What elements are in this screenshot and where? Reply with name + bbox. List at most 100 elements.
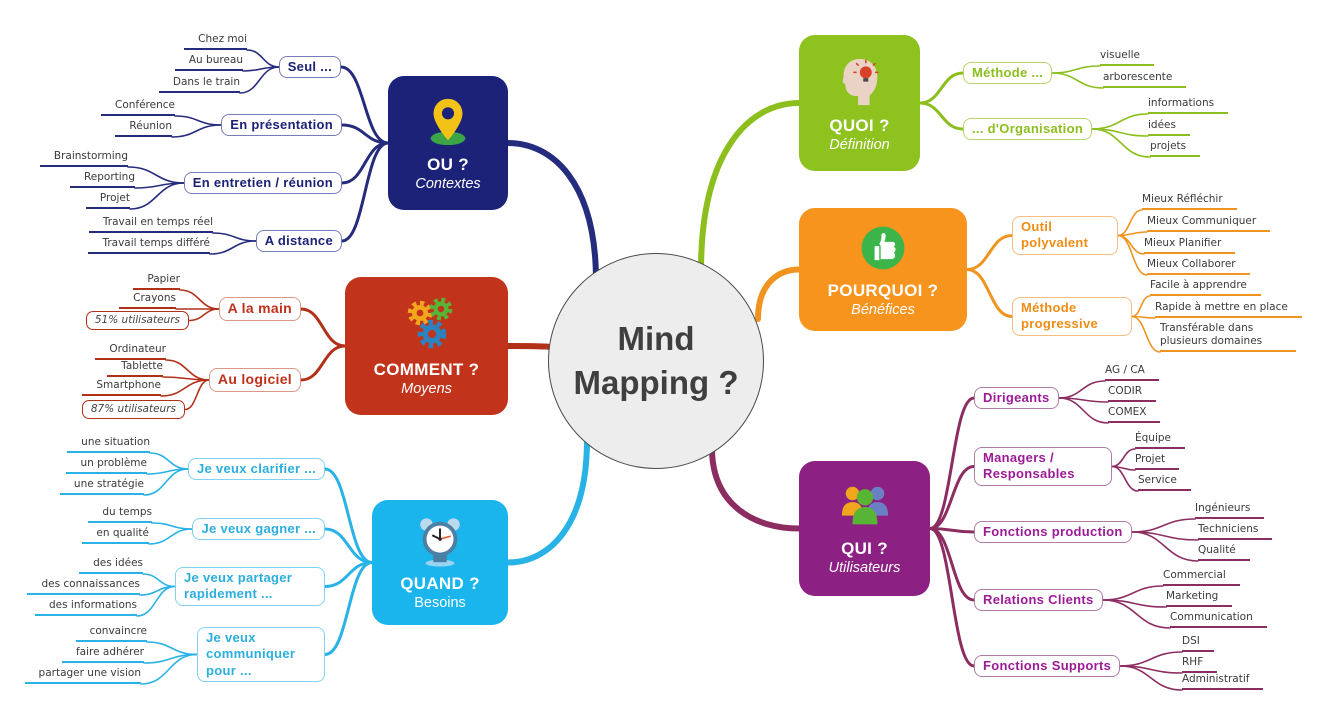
subtopic-methode[interactable]: Méthode ... xyxy=(963,62,1053,85)
leaf-item[interactable]: Mieux Communiquer xyxy=(1147,215,1271,232)
leaf-item[interactable]: une situation xyxy=(67,436,150,453)
subtopic-en-presentation[interactable]: En présentation xyxy=(221,114,342,137)
subtopic-fonctions-supports[interactable]: Fonctions Supports xyxy=(974,655,1121,678)
branch-subtitle: Bénéfices xyxy=(851,302,915,318)
leaf-item[interactable]: des informations xyxy=(34,599,137,616)
subtopic-managers-responsables[interactable]: Managers / Responsables xyxy=(974,447,1112,486)
leaf-item[interactable]: Travail temps différé xyxy=(88,237,210,254)
subtopic-a-la-main[interactable]: A la main xyxy=(218,297,301,321)
subtopic-dirigeants[interactable]: Dirigeants xyxy=(974,387,1059,410)
leaf-item[interactable]: Ordinateur xyxy=(95,343,166,360)
leaf-item[interactable]: Mieux Collaborer xyxy=(1147,258,1250,275)
leaf-item[interactable]: Facile à apprendre xyxy=(1150,279,1261,296)
branch-subtitle: Définition xyxy=(829,136,890,153)
leaf-item[interactable]: Reporting xyxy=(69,171,135,188)
leaf-item[interactable]: convaincre xyxy=(75,625,147,642)
branch-node-qui[interactable]: QUI ? Utilisateurs xyxy=(799,461,930,596)
subtopic-relations-clients[interactable]: Relations Clients xyxy=(974,589,1103,612)
leaf-item[interactable]: du temps xyxy=(88,506,152,523)
leaf-item[interactable]: une stratégie xyxy=(59,478,144,495)
leaf-item[interactable]: Qualité xyxy=(1198,544,1250,561)
people-icon xyxy=(836,481,894,538)
leaf-item[interactable]: Projet xyxy=(1135,453,1180,470)
leaf-item[interactable]: arborescente xyxy=(1103,71,1187,88)
leaf-item[interactable]: Dans le train xyxy=(158,76,240,93)
subtopic-en-entretien-reunion[interactable]: En entretien / réunion xyxy=(183,172,342,195)
branch-title: QUOI ? xyxy=(829,115,890,135)
leaf-item[interactable]: Commercial xyxy=(1163,569,1240,586)
leaf-item[interactable]: informations xyxy=(1148,97,1229,114)
leaf-item[interactable]: Mieux Planifier xyxy=(1144,237,1236,254)
branch-node-pourquoi[interactable]: POURQUOI ? Bénéfices xyxy=(799,208,967,331)
subtopic-fonctions-production[interactable]: Fonctions production xyxy=(974,521,1132,544)
branch-node-ou[interactable]: OU ? Contextes xyxy=(388,76,508,210)
subtopic-d-organisation[interactable]: ... d'Organisation xyxy=(963,118,1093,141)
leaf-item[interactable]: Techniciens xyxy=(1198,523,1273,540)
leaf-item[interactable]: projets xyxy=(1150,140,1201,157)
leaf-item[interactable]: Chez moi xyxy=(184,33,247,50)
leaf-item[interactable]: Marketing xyxy=(1166,590,1233,607)
branch-title: POURQUOI ? xyxy=(827,281,939,300)
leaf-item[interactable]: un problème xyxy=(66,457,147,474)
branch-title: QUI ? xyxy=(841,539,888,558)
subtopic-methode-progressive[interactable]: Méthode progressive xyxy=(1012,297,1132,336)
leaf-item[interactable]: Crayons xyxy=(119,292,176,309)
subtopic-a-distance[interactable]: A distance xyxy=(255,230,342,253)
leaf-item[interactable]: Projet xyxy=(85,192,130,209)
leaf-item[interactable]: Équipe xyxy=(1135,432,1185,449)
subtopic-je-veux-clarifier[interactable]: Je veux clarifier ... xyxy=(187,458,325,481)
thumbs-up-icon xyxy=(856,221,910,280)
branch-title: QUAND ? xyxy=(400,574,480,593)
leaf-item[interactable]: Ingénieurs xyxy=(1195,502,1265,519)
leaf-item[interactable]: Rapide à mettre en place xyxy=(1155,301,1302,318)
central-topic-line2: Mapping ? xyxy=(573,364,739,401)
leaf-stat-users[interactable]: 51% utilisateurs xyxy=(85,311,189,330)
leaf-item[interactable]: Travail en temps réel xyxy=(88,216,213,233)
gears-icon xyxy=(396,296,458,359)
branch-node-comment[interactable]: COMMENT ? Moyens xyxy=(345,277,508,415)
subtopic-seul[interactable]: Seul ... xyxy=(278,56,341,79)
leaf-item[interactable]: des idées xyxy=(79,557,143,574)
leaf-item[interactable]: Administratif xyxy=(1182,673,1264,690)
branch-title: COMMENT ? xyxy=(373,359,480,379)
branch-subtitle: Utilisateurs xyxy=(828,560,901,576)
subtopic-je-veux-communiquer[interactable]: Je veux communiquer pour ... xyxy=(197,627,325,682)
subtopic-outil-polyvalent[interactable]: Outil polyvalent xyxy=(1012,216,1118,255)
leaf-item[interactable]: Smartphone xyxy=(82,379,161,396)
leaf-item[interactable]: RHF xyxy=(1182,656,1218,673)
leaf-item[interactable]: partager une vision xyxy=(24,667,141,684)
leaf-item[interactable]: Mieux Réfléchir xyxy=(1142,193,1237,210)
central-topic-line1: Mind xyxy=(617,320,695,358)
leaf-item[interactable]: AG / CA xyxy=(1105,364,1159,381)
subtopic-au-logiciel[interactable]: Au logiciel xyxy=(208,368,301,392)
leaf-item[interactable]: des connaissances xyxy=(27,578,140,595)
head-idea-icon xyxy=(833,54,887,115)
leaf-item[interactable]: Papier xyxy=(133,273,180,290)
leaf-item[interactable]: en qualité xyxy=(82,527,149,544)
branch-subtitle: Moyens xyxy=(401,380,452,397)
branch-subtitle: Contextes xyxy=(415,175,481,192)
leaf-item[interactable]: faire adhérer xyxy=(61,646,144,663)
central-topic[interactable]: Mind Mapping ? xyxy=(548,253,764,469)
alarm-clock-icon xyxy=(412,514,468,573)
branch-node-quoi[interactable]: QUOI ? Définition xyxy=(799,35,920,171)
leaf-stat-users[interactable]: 87% utilisateurs xyxy=(81,400,185,419)
leaf-item[interactable]: Transférable dans plusieurs domaines xyxy=(1160,322,1296,352)
leaf-item[interactable]: Au bureau xyxy=(174,54,243,71)
leaf-item[interactable]: Tablette xyxy=(107,360,163,377)
leaf-item[interactable]: idées xyxy=(1148,119,1190,136)
leaf-item[interactable]: Brainstorming xyxy=(39,150,128,167)
branch-node-quand[interactable]: QUAND ? Besoins xyxy=(372,500,508,625)
branch-title: OU ? xyxy=(427,154,469,174)
leaf-item[interactable]: Réunion xyxy=(115,120,172,137)
leaf-item[interactable]: COMEX xyxy=(1108,406,1161,423)
leaf-item[interactable]: CODIR xyxy=(1108,385,1157,402)
leaf-item[interactable]: Service xyxy=(1138,474,1191,491)
leaf-item[interactable]: Conférence xyxy=(100,99,175,116)
leaf-item[interactable]: DSI xyxy=(1182,635,1214,652)
subtopic-je-veux-partager[interactable]: Je veux partager rapidement ... xyxy=(175,567,325,606)
leaf-item[interactable]: Communication xyxy=(1170,611,1267,628)
subtopic-je-veux-gagner[interactable]: Je veux gagner ... xyxy=(192,518,325,541)
leaf-item[interactable]: visuelle xyxy=(1100,49,1155,66)
